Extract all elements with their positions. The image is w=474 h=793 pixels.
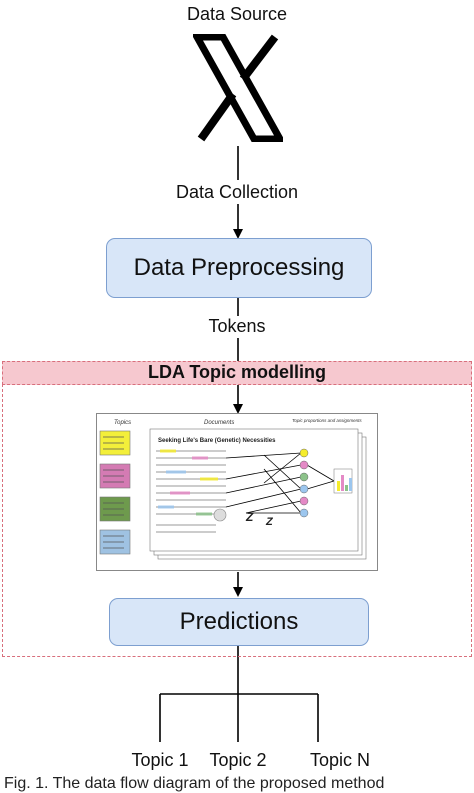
illustration-topics-header: Topics (114, 420, 131, 426)
svg-text:Z: Z (265, 516, 274, 528)
lda-title: LDA Topic modelling (148, 362, 326, 382)
data-source-label: Data Source (186, 4, 288, 24)
tokens-label: Tokens (208, 316, 266, 336)
illustration-documents-header: Documents (204, 420, 234, 426)
topic-n-label: Topic N (309, 750, 371, 770)
predictions-label: Predictions (179, 608, 299, 635)
topic-2-label: Topic 2 (209, 750, 267, 770)
illustration-proportions-header: Topic proportions and assignments (292, 418, 362, 423)
lda-illustration: Topics Documents Topic proportions and a… (96, 413, 378, 571)
data-collection-label: Data Collection (175, 182, 299, 202)
figure-caption: Fig. 1. The data flow diagram of the pro… (4, 775, 385, 792)
illustration-document-title: Seeking Life's Bare (Genetic) Necessitie… (158, 438, 276, 444)
x-logo-icon (193, 34, 283, 142)
data-preprocessing-label: Data Preprocessing (133, 254, 345, 281)
data-preprocessing-box: Data Preprocessing (106, 238, 372, 298)
lda-header-band (2, 361, 472, 385)
topic-1-label: Topic 1 (131, 750, 189, 770)
lda-region (2, 384, 472, 657)
svg-text:Z: Z (245, 510, 254, 524)
predictions-box: Predictions (109, 598, 369, 646)
